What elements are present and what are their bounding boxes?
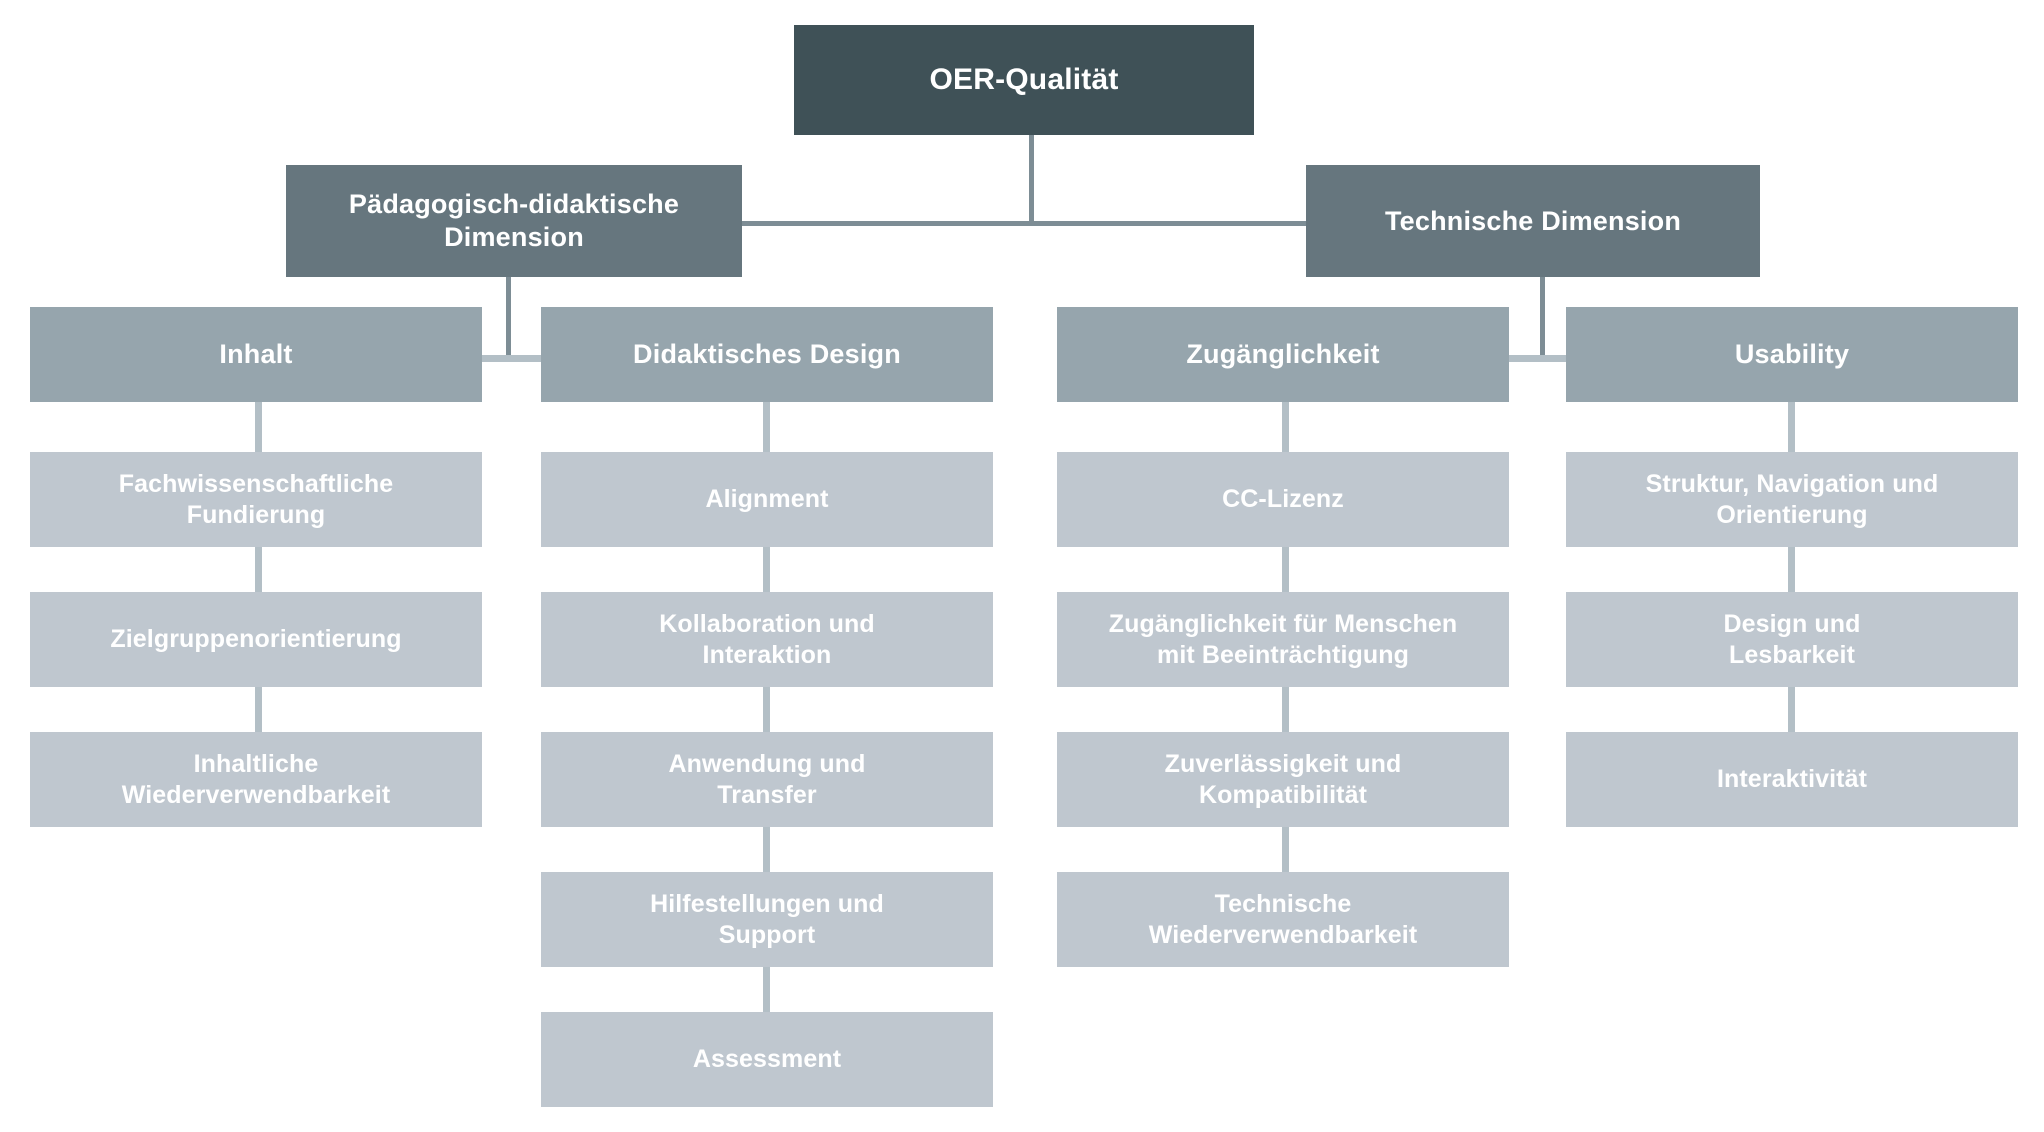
node-dimension-paedagogisch-didaktische[interactable]: Pädagogisch-didaktische Dimension xyxy=(286,165,742,277)
node-leaf-label: Struktur, Navigation und Orientierung xyxy=(1645,470,1939,529)
node-dimension-technische-label: Technische Dimension xyxy=(1384,205,1682,236)
node-leaf-label: Zuverlässigkeit und Kompatibilität xyxy=(1164,750,1402,809)
node-leaf-hilfestellungen-und-support[interactable]: Hilfestellungen und Support xyxy=(541,872,993,967)
connector-paedagogisch-crossbar xyxy=(258,355,766,362)
node-root-label: OER-Qualität xyxy=(929,62,1119,96)
node-leaf-label: Zugänglichkeit für Menschen mit Beeinträ… xyxy=(1108,610,1458,669)
node-leaf-struktur-navigation-und-orientierung[interactable]: Struktur, Navigation und Orientierung xyxy=(1566,452,2018,547)
node-leaf-label: Technische Wiederverwendbarkeit xyxy=(1148,890,1418,949)
node-leaf-anwendung-und-transfer[interactable]: Anwendung und Transfer xyxy=(541,732,993,827)
node-leaf-label: Kollaboration und Interaktion xyxy=(659,610,875,669)
node-leaf-design-und-lesbarkeit[interactable]: Design und Lesbarkeit xyxy=(1566,592,2018,687)
node-leaf-zuverlaessigkeit-und-kompatibilitaet[interactable]: Zuverlässigkeit und Kompatibilität xyxy=(1057,732,1509,827)
node-leaf-label: Hilfestellungen und Support xyxy=(650,890,884,949)
node-category-didaktisches-design[interactable]: Didaktisches Design xyxy=(541,307,993,402)
node-leaf-zielgruppenorientierung[interactable]: Zielgruppenorientierung xyxy=(30,592,482,687)
node-category-usability[interactable]: Usability xyxy=(1566,307,2018,402)
node-leaf-label: Alignment xyxy=(705,485,829,514)
node-leaf-label: CC-Lizenz xyxy=(1222,485,1344,514)
node-leaf-alignment[interactable]: Alignment xyxy=(541,452,993,547)
connector-dimension-crossbar xyxy=(508,221,1556,226)
node-leaf-inhaltliche-wiederverwendbarkeit[interactable]: Inhaltliche Wiederverwendbarkeit xyxy=(30,732,482,827)
connector-paedagogisch-stem xyxy=(506,270,511,359)
node-leaf-label: Inhaltliche Wiederverwendbarkeit xyxy=(121,750,391,809)
node-leaf-zugaenglichkeit-fuer-menschen-mit-beeintraechtigung[interactable]: Zugänglichkeit für Menschen mit Beeinträ… xyxy=(1057,592,1509,687)
node-leaf-label: Fachwissenschaftliche Fundierung xyxy=(118,470,394,529)
node-category-inhalt[interactable]: Inhalt xyxy=(30,307,482,402)
node-leaf-label: Anwendung und Transfer xyxy=(668,750,866,809)
node-leaf-assessment[interactable]: Assessment xyxy=(541,1012,993,1107)
connector-root-stem xyxy=(1029,133,1034,225)
connector-technische-stem xyxy=(1540,270,1545,359)
node-leaf-label: Interaktivität xyxy=(1716,765,1868,794)
node-dimension-paedagogisch-label: Pädagogisch-didaktische Dimension xyxy=(348,189,680,252)
node-leaf-technische-wiederverwendbarkeit[interactable]: Technische Wiederverwendbarkeit xyxy=(1057,872,1509,967)
node-leaf-fachwissenschaftliche-fundierung[interactable]: Fachwissenschaftliche Fundierung xyxy=(30,452,482,547)
node-dimension-technische[interactable]: Technische Dimension xyxy=(1306,165,1760,277)
node-category-didaktisches-design-label: Didaktisches Design xyxy=(633,339,901,370)
node-category-usability-label: Usability xyxy=(1734,339,1850,370)
node-category-zugaenglichkeit-label: Zugänglichkeit xyxy=(1186,339,1380,370)
node-leaf-label: Zielgruppenorientierung xyxy=(110,625,402,654)
node-leaf-interaktivitaet[interactable]: Interaktivität xyxy=(1566,732,2018,827)
node-leaf-label: Design und Lesbarkeit xyxy=(1723,610,1861,669)
node-category-zugaenglichkeit[interactable]: Zugänglichkeit xyxy=(1057,307,1509,402)
connector-technische-crossbar xyxy=(1285,355,1791,362)
node-category-inhalt-label: Inhalt xyxy=(219,339,293,370)
node-leaf-kollaboration-und-interaktion[interactable]: Kollaboration und Interaktion xyxy=(541,592,993,687)
node-root-oer-qualitaet[interactable]: OER-Qualität xyxy=(794,25,1254,135)
node-leaf-label: Assessment xyxy=(692,1045,842,1074)
node-leaf-cc-lizenz[interactable]: CC-Lizenz xyxy=(1057,452,1509,547)
